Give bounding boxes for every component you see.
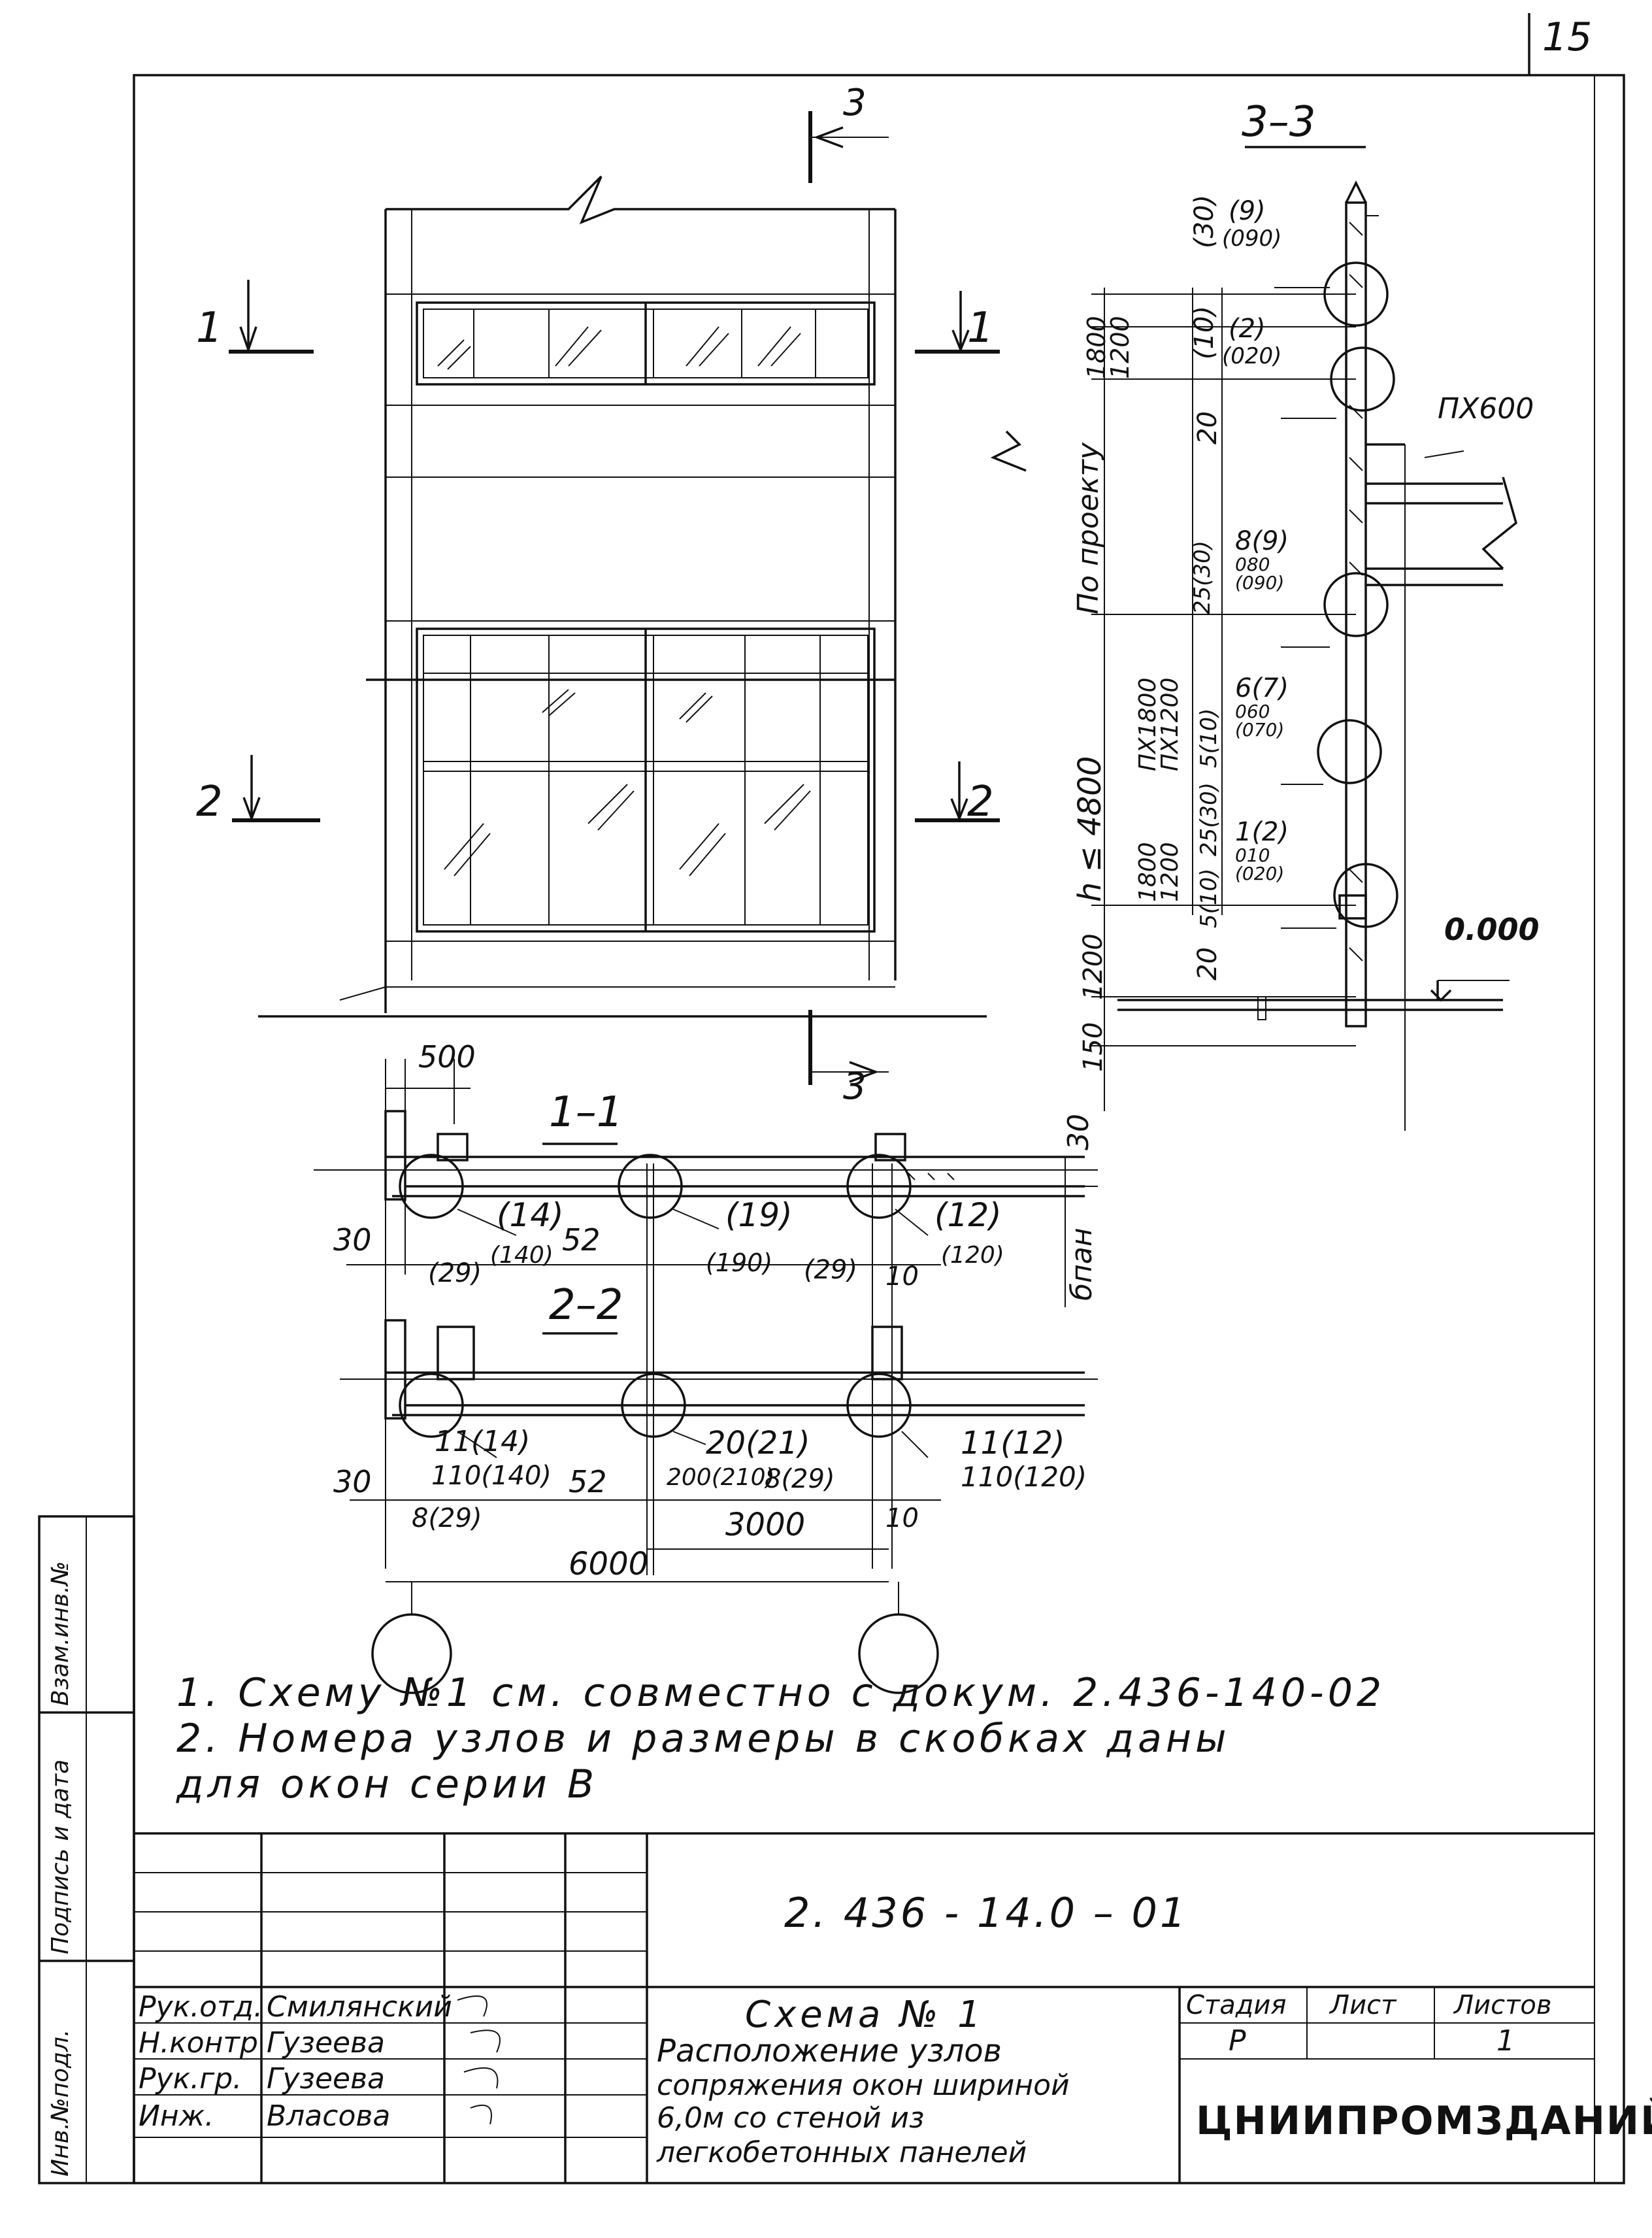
dim-30-vertical: 30 xyxy=(1062,1114,1095,1150)
section-3-3 xyxy=(1091,180,1518,1131)
tb-role-0: Рук.отд. xyxy=(139,1990,263,2024)
facade-elevation xyxy=(258,175,1027,1018)
tb-role-2: Рук.гр. xyxy=(139,2062,242,2096)
node-29-a: (29) xyxy=(428,1258,482,1288)
tb-name-0: Смилянский xyxy=(267,1990,452,2024)
tb-role-3: Инж. xyxy=(139,2099,214,2133)
dim-500: 500 xyxy=(418,1039,476,1075)
node-020: (020) xyxy=(1222,343,1282,369)
dim-10-paren: (10) xyxy=(1189,305,1219,359)
dim-20-bottom: 20 xyxy=(1193,947,1223,980)
node-11-14: 11(14) xyxy=(435,1425,531,1458)
tb-sheets-label: Листов xyxy=(1454,1990,1552,2020)
margin-inv-podl: Инв.№подл. xyxy=(47,2029,74,2177)
node-20-21: 20(21) xyxy=(706,1425,810,1461)
tb-title-2: сопряжения окон шириной xyxy=(657,2069,1070,2102)
sheet-number: 15 xyxy=(1542,14,1593,60)
dim-3000: 3000 xyxy=(725,1507,806,1543)
node-1-2: 1(2) xyxy=(1235,817,1289,847)
node-8-29-b: 8(29) xyxy=(765,1464,835,1494)
section-label-1-1: 1–1 xyxy=(549,1088,623,1137)
title-block xyxy=(134,1832,1594,2183)
node-090: (090) xyxy=(1222,225,1282,252)
tb-title-1: Расположение узлов xyxy=(657,2033,1002,2069)
node-200-210: 200(210) xyxy=(667,1464,775,1491)
node-140: (140) xyxy=(490,1242,553,1269)
node-8-9: 8(9) xyxy=(1235,526,1289,556)
cut-marks xyxy=(229,111,1366,1335)
node-19: (19) xyxy=(725,1196,793,1234)
cut-label-2-right: 2 xyxy=(967,778,994,826)
dim-1800-1200-top: 1800 1200 xyxy=(1082,316,1134,379)
dim-52-2-2: 52 xyxy=(569,1464,607,1499)
cut-label-2-left: 2 xyxy=(196,778,223,826)
tb-name-3: Власова xyxy=(267,2099,391,2133)
dim-10-2-2: 10 xyxy=(885,1503,919,1533)
dim-6000: 6000 xyxy=(569,1546,649,1582)
dim-150: 150 xyxy=(1078,1022,1108,1072)
margin-podpis-data: Подпись и дата xyxy=(47,1759,74,1954)
dim-5-10-bottom: 5(10) xyxy=(1196,868,1222,928)
tb-title-4: легкобетонных панелей xyxy=(657,2136,1027,2169)
dim-30-2-2: 30 xyxy=(333,1464,372,1499)
left-margin-strip xyxy=(38,1515,135,2184)
tb-title-0: Схема № 1 xyxy=(745,1994,985,2036)
section-1-1 xyxy=(314,1059,1098,1575)
cut-label-1-left: 1 xyxy=(196,304,223,352)
doc-code: 2. 436 - 14.0 – 01 xyxy=(784,1889,1189,1937)
dim-10-1-1: 10 xyxy=(885,1261,919,1292)
node-080-090: 080 (090) xyxy=(1235,554,1285,593)
note-1: 1. Схему №1 см. совместно с докум. 2.436… xyxy=(176,1670,1386,1716)
node-8-29-a: 8(29) xyxy=(412,1503,482,1533)
dim-bpan: бпан xyxy=(1065,1228,1099,1301)
tb-organization: ЦНИИПРОМЗДАНИЙ xyxy=(1196,2098,1652,2144)
dim-25-30-bottom: 25(30) xyxy=(1196,782,1222,856)
margin-vzam-inv: Взам.инв.№ xyxy=(47,1561,74,1706)
tb-stage-label: Стадия xyxy=(1186,1990,1287,2020)
cut-label-3-top: 3 xyxy=(843,82,867,124)
tb-name-1: Гузеева xyxy=(267,2026,385,2060)
node-11-12: 11(12) xyxy=(961,1425,1065,1461)
tb-name-2: Гузеева xyxy=(267,2062,385,2096)
dim-po-proektu: По проекту xyxy=(1072,443,1105,614)
dim-30-1-1: 30 xyxy=(333,1222,372,1258)
node-14: (14) xyxy=(497,1196,564,1234)
dim-5-10-top: 5(10) xyxy=(1196,708,1222,768)
dim-h-le-4800: h ≤ 4800 xyxy=(1072,756,1108,902)
tb-role-1: Н.контр xyxy=(139,2026,258,2060)
dim-1200: 1200 xyxy=(1078,933,1108,1000)
node-2: (2) xyxy=(1229,314,1266,344)
dim-1800-1200-bottom: 1800 1200 xyxy=(1134,842,1183,902)
node-060-070: 060 (070) xyxy=(1235,701,1285,741)
node-010-020: 010 (020) xyxy=(1235,844,1285,884)
node-110-140: 110(140) xyxy=(431,1461,552,1491)
level-zero: 0.000 xyxy=(1444,912,1540,947)
node-9: (9) xyxy=(1229,196,1266,226)
section-label-2-2: 2–2 xyxy=(549,1281,623,1329)
dim-20-top: 20 xyxy=(1193,411,1223,444)
node-29-b: (29) xyxy=(804,1255,858,1285)
node-6-7: 6(7) xyxy=(1235,673,1289,703)
note-3: для окон серии В xyxy=(176,1762,599,1807)
cut-label-3-bottom: 3 xyxy=(843,1065,867,1108)
tb-sheets-value: 1 xyxy=(1496,2024,1515,2058)
dim-52-1-1: 52 xyxy=(562,1222,601,1258)
node-120: (120) xyxy=(941,1242,1004,1269)
tb-sheet-label: Лист xyxy=(1330,1990,1396,2020)
tb-title-3: 6,0м со стеной из xyxy=(657,2101,925,2135)
node-110-120: 110(120) xyxy=(961,1461,1087,1493)
note-2: 2. Номера узлов и размеры в скобках даны xyxy=(176,1716,1231,1762)
tb-stage-value: Р xyxy=(1229,2024,1246,2058)
cut-label-1-right: 1 xyxy=(967,304,994,352)
node-190: (190) xyxy=(706,1248,773,1277)
dim-px1800: ПХ1800 ПХ1200 xyxy=(1134,677,1183,771)
dim-30-paren: (30) xyxy=(1189,194,1219,248)
node-12: (12) xyxy=(934,1196,1002,1234)
dim-25-30-top: 25(30) xyxy=(1189,540,1215,614)
section-2-2 xyxy=(340,1319,1098,1694)
label-px600: ПХ600 xyxy=(1438,392,1534,426)
sheet-frame xyxy=(133,74,1625,2184)
section-label-3-3: 3–3 xyxy=(1242,98,1316,146)
